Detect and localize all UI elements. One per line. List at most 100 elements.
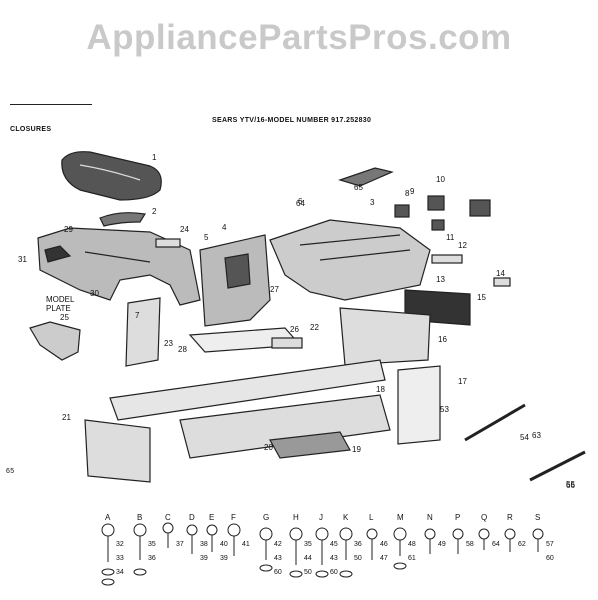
hardware-number-39: 39 <box>200 555 208 562</box>
callout-63: 63 <box>532 431 541 440</box>
console-part <box>199 234 271 327</box>
hardware-number-48: 48 <box>408 541 416 548</box>
callout-21: 21 <box>62 413 71 422</box>
hardware-number-41: 41 <box>242 541 250 548</box>
callout-22: 22 <box>310 323 319 332</box>
callout-25: 25 <box>60 313 69 322</box>
hardware-number-45: 45 <box>330 541 338 548</box>
callout-29: 29 <box>64 225 73 234</box>
hardware-number-42: 42 <box>274 541 282 548</box>
hardware-row <box>101 522 544 586</box>
callout-3: 3 <box>370 198 375 207</box>
hardware-letter-P: P <box>455 513 460 522</box>
callout-13: 13 <box>436 275 445 284</box>
bracket-part <box>29 321 81 361</box>
hardware-number-44: 44 <box>304 555 312 562</box>
hardware-number-35: 35 <box>148 541 156 548</box>
hardware-number-64: 64 <box>492 541 500 548</box>
hardware-letter-K: K <box>343 513 349 522</box>
side-panel-part <box>125 297 161 367</box>
rear-panel-part <box>84 419 151 483</box>
section-label: CLOSURES <box>10 126 52 133</box>
callout-7: 7 <box>135 311 140 320</box>
watermark: AppliancePartsPros.com <box>86 18 512 57</box>
hardware-letter-E: E <box>209 513 214 522</box>
callout-66: 66 <box>566 481 575 490</box>
hardware-letter-C: C <box>165 513 171 522</box>
hardware-letter-B: B <box>137 513 142 522</box>
hardware-number-36: 36 <box>354 541 362 548</box>
seat-part <box>61 151 162 201</box>
front-frame-part <box>339 307 431 366</box>
callout-14: 14 <box>496 269 505 278</box>
diagram-title: SEARS YTV/16-MODEL NUMBER 917.252830 <box>212 117 372 124</box>
hood-part <box>269 219 431 301</box>
callout-2: 2 <box>152 207 157 216</box>
hardware-number-58: 58 <box>466 541 474 548</box>
hardware-number-47: 47 <box>380 555 388 562</box>
callout-17: 17 <box>458 377 467 386</box>
callout-54: 54 <box>520 433 529 442</box>
strap-part <box>338 167 394 187</box>
callout-1: 1 <box>152 153 157 162</box>
hardware-number-37: 37 <box>176 541 184 548</box>
header-rule <box>10 104 92 105</box>
hardware-number-35: 35 <box>304 541 312 548</box>
callout-10: 10 <box>436 175 445 184</box>
callout-26: 26 <box>290 325 299 334</box>
callout-18: 18 <box>376 385 385 394</box>
label-strips-part <box>155 238 511 349</box>
hardware-number-43: 43 <box>274 555 282 562</box>
hardware-letter-R: R <box>507 513 513 522</box>
callout-4: 4 <box>222 223 227 232</box>
callout-24: 24 <box>180 225 189 234</box>
callout-15: 15 <box>477 293 486 302</box>
hardware-letter-F: F <box>231 513 236 522</box>
hardware-number-40: 40 <box>220 541 228 548</box>
callout-64: 64 <box>296 199 305 208</box>
callout-20: 20 <box>264 443 273 452</box>
small-brackets-part <box>394 195 491 231</box>
callout-31: 31 <box>18 255 27 264</box>
callout-6: 6 <box>298 197 303 206</box>
callout-28: 28 <box>178 345 187 354</box>
hardware-letter-J: J <box>319 513 323 522</box>
callout-65: 65 <box>354 183 363 192</box>
hardware-letter-N: N <box>427 513 433 522</box>
hardware-letter-L: L <box>369 513 374 522</box>
hardware-number-36: 36 <box>148 555 156 562</box>
page-number: 65 <box>6 468 15 475</box>
hardware-letter-G: G <box>263 513 269 522</box>
hardware-letter-Q: Q <box>481 513 487 522</box>
hardware-letter-M: M <box>397 513 404 522</box>
callout-23: 23 <box>164 339 173 348</box>
hardware-letter-D: D <box>189 513 195 522</box>
hardware-number-43: 43 <box>330 555 338 562</box>
hardware-number-50: 50 <box>354 555 362 562</box>
hardware-number-49: 49 <box>438 541 446 548</box>
hardware-number-38: 38 <box>200 541 208 548</box>
hardware-number-60: 60 <box>274 569 282 576</box>
callout-9: 9 <box>410 187 415 196</box>
callout-53: 53 <box>440 405 449 414</box>
front-panel-part <box>397 365 441 445</box>
hardware-number-57: 57 <box>546 541 554 548</box>
callout-30: 30 <box>90 289 99 298</box>
hardware-number-60: 60 <box>546 555 554 562</box>
hardware-letter-A: A <box>105 513 111 522</box>
hardware-letter-S: S <box>535 513 540 522</box>
frame-rail-part <box>109 359 391 459</box>
callout-12: 12 <box>458 241 467 250</box>
callout-27: 27 <box>270 285 279 294</box>
callout-16: 16 <box>438 335 447 344</box>
callout-5: 5 <box>204 233 209 242</box>
hardware-number-34: 34 <box>116 569 124 576</box>
hardware-number-39: 39 <box>220 555 228 562</box>
callout-19: 19 <box>352 445 361 454</box>
hardware-number-46: 46 <box>380 541 388 548</box>
hardware-number-50: 50 <box>304 569 312 576</box>
callout-11: 11 <box>446 233 455 242</box>
